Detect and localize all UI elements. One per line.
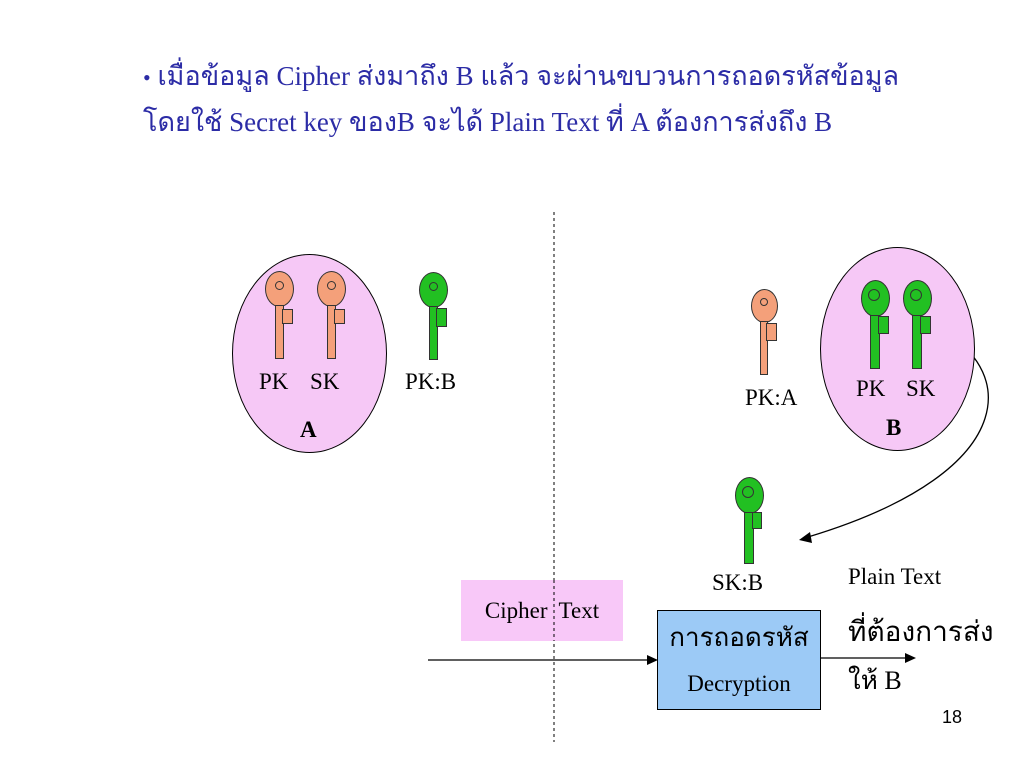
slide-title: • เมื่อข้อมูล Cipher ส่งมาถึง B แล้ว จะผ… [143, 54, 1003, 144]
curved-arrow-head [799, 532, 812, 543]
decryption-en-label: Decryption [687, 671, 791, 696]
decryption-box: การถอดรหัส Decryption [657, 610, 821, 710]
cipher-text-box: Cipher Text [461, 580, 623, 641]
party-b-pk-label: PK [856, 376, 886, 401]
party-b-name: B [886, 415, 902, 440]
party-b-ellipse [820, 247, 975, 451]
output-arrow-head [905, 653, 916, 663]
title-line-2: โดยใช้ Secret key ของB จะได้ Plain Text … [143, 107, 833, 137]
pk-a-label: PK:A [745, 385, 798, 410]
output-line-1: Plain Text [848, 564, 942, 589]
party-b-sk-label: SK [906, 376, 936, 401]
party-a-pk-label: PK [259, 369, 289, 394]
sk-b-label: SK:B [712, 570, 764, 595]
page-number: 18 [942, 707, 963, 727]
party-a-ellipse [232, 254, 387, 453]
title-line-1: • เมื่อข้อมูล Cipher ส่งมาถึง B แล้ว จะผ… [143, 54, 1003, 100]
bullet: • [143, 65, 151, 90]
cipher-text-label: Cipher Text [484, 597, 600, 623]
decryption-thai-label: การถอดรหัส [669, 623, 809, 652]
party-a-name: A [300, 417, 317, 442]
title-line-1-text: เมื่อข้อมูล Cipher ส่งมาถึง B แล้ว จะผ่า… [157, 61, 900, 91]
pk-b-label: PK:B [405, 369, 457, 394]
output-line-2: ที่ต้องการส่ง [848, 617, 994, 648]
party-a-sk-label: SK [310, 369, 340, 394]
output-line-3: ให้ B [848, 666, 902, 695]
cipher-arrow-head [647, 655, 658, 665]
